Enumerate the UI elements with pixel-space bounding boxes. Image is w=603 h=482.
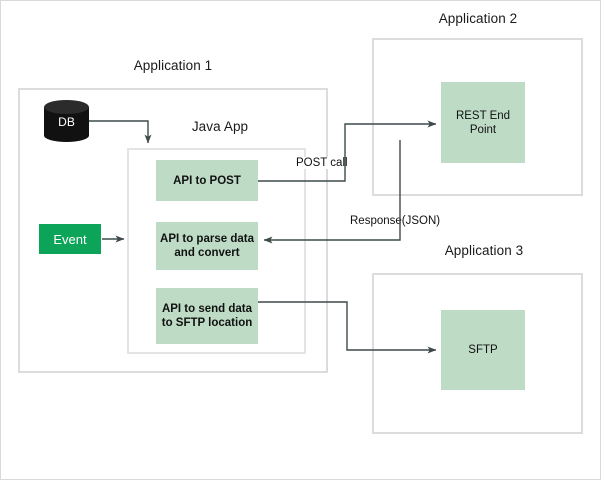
db-label: DB xyxy=(58,115,75,129)
response-json-edge-label: Response(JSON) xyxy=(348,215,443,227)
api-to-parse-label: API to parse data and convert xyxy=(160,233,254,259)
api-to-post-label: API to POST xyxy=(173,174,241,187)
rest-endpoint-node[interactable]: REST End Point xyxy=(441,82,525,163)
db-cylinder-top xyxy=(44,100,89,114)
application-3-title: Application 3 xyxy=(444,243,524,258)
sftp-label: SFTP xyxy=(468,344,498,356)
java-app-container xyxy=(127,148,306,354)
api-to-sftp-node[interactable]: API to send data to SFTP location xyxy=(156,288,258,344)
db-cylinder-bottom xyxy=(44,129,89,142)
post-call-edge-label: POST call xyxy=(294,157,350,169)
application-2-container xyxy=(372,38,583,196)
api-to-post-node[interactable]: API to POST xyxy=(156,160,258,201)
rest-endpoint-label: REST End Point xyxy=(455,109,511,136)
event-node[interactable]: Event xyxy=(39,224,101,254)
application-2-title: Application 2 xyxy=(438,11,518,26)
sftp-node[interactable]: SFTP xyxy=(441,310,525,390)
application-1-title: Application 1 xyxy=(133,58,213,73)
event-label: Event xyxy=(53,231,87,247)
application-3-container xyxy=(372,273,583,434)
api-to-parse-node[interactable]: API to parse data and convert xyxy=(156,222,258,270)
java-app-title: Java App xyxy=(191,119,249,134)
database-icon: DB xyxy=(44,100,89,142)
api-to-sftp-label: API to send data to SFTP location xyxy=(161,303,253,329)
